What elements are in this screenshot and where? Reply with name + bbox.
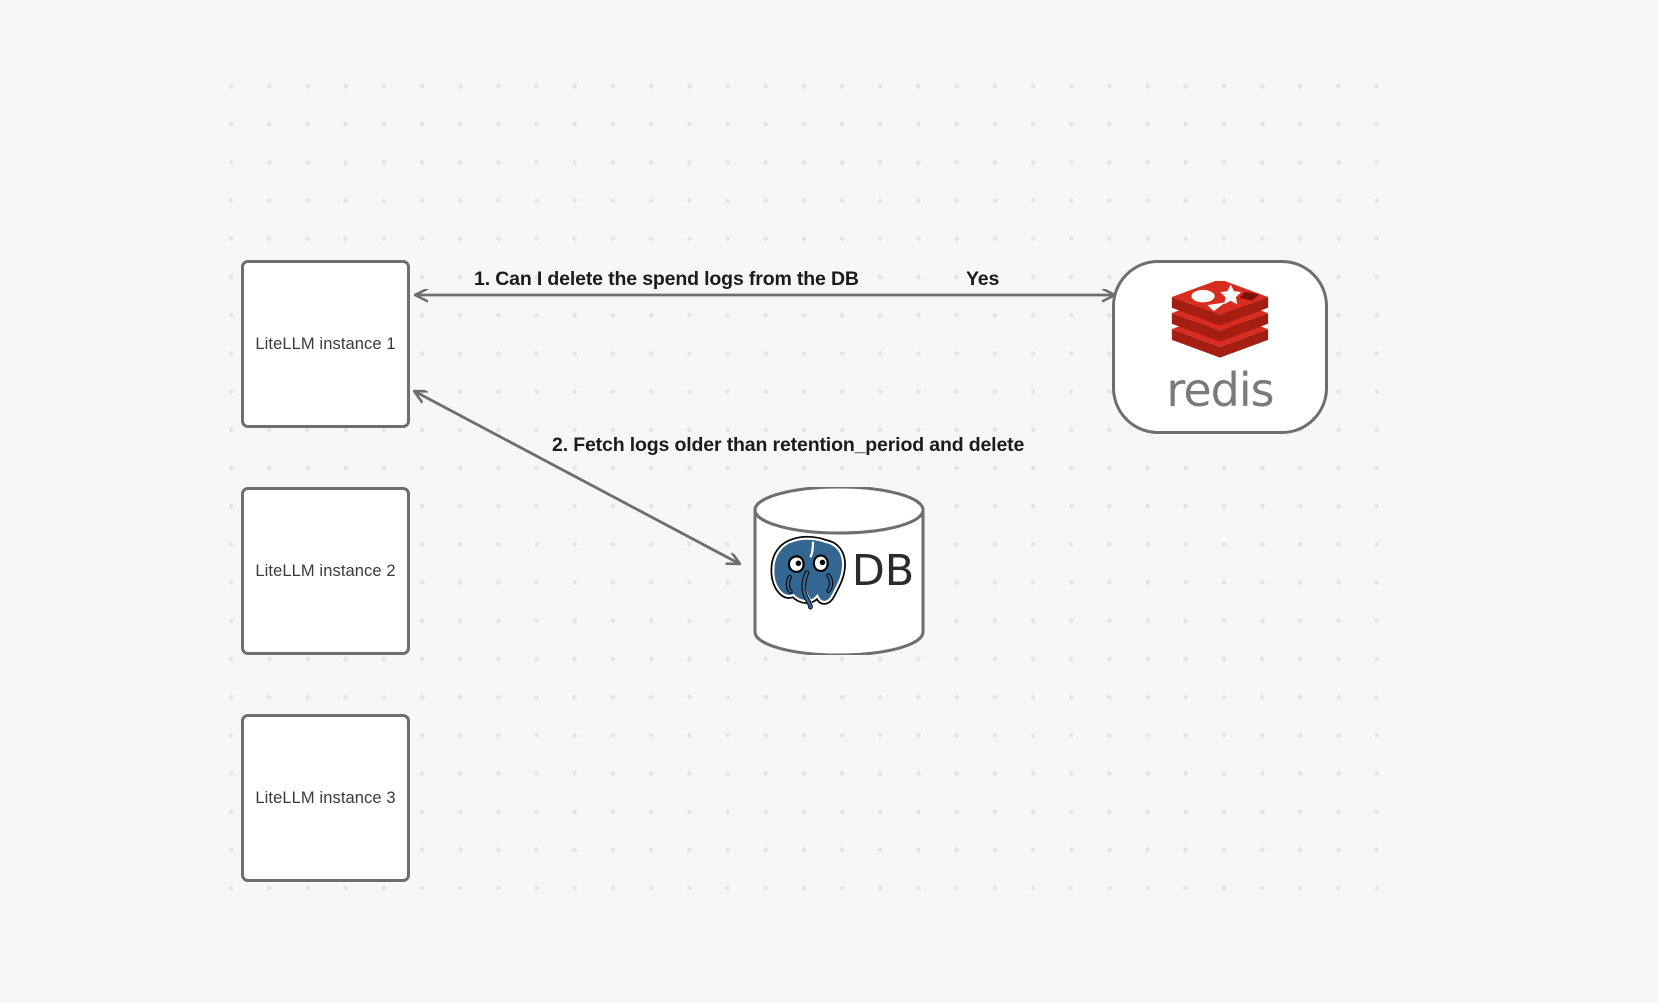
db-content: DB	[752, 487, 926, 655]
node-litellm-instance-2-label: LiteLLM instance 2	[255, 561, 396, 580]
node-litellm-instance-1-label: LiteLLM instance 1	[255, 334, 396, 353]
edge-label-redis-query: 1. Can I delete the spend logs from the …	[474, 268, 859, 290]
edge-label-redis-reply: Yes	[966, 268, 1000, 290]
node-litellm-instance-3[interactable]: LiteLLM instance 3	[241, 714, 410, 882]
db-label: DB	[851, 545, 915, 596]
edge-label-db-fetch: 2. Fetch logs older than retention_perio…	[552, 434, 1025, 456]
redis-logo	[1171, 281, 1269, 358]
node-postgres-db[interactable]: DB	[752, 487, 926, 655]
node-litellm-instance-1[interactable]: LiteLLM instance 1	[241, 260, 410, 428]
edge-db-fetch-line	[414, 391, 740, 564]
node-redis[interactable]: redis	[1112, 260, 1328, 434]
node-litellm-instance-2[interactable]: LiteLLM instance 2	[241, 487, 410, 655]
node-litellm-instance-3-label: LiteLLM instance 3	[255, 788, 396, 807]
redis-wordmark: redis	[1166, 363, 1274, 417]
postgresql-elephant-icon	[770, 535, 846, 610]
